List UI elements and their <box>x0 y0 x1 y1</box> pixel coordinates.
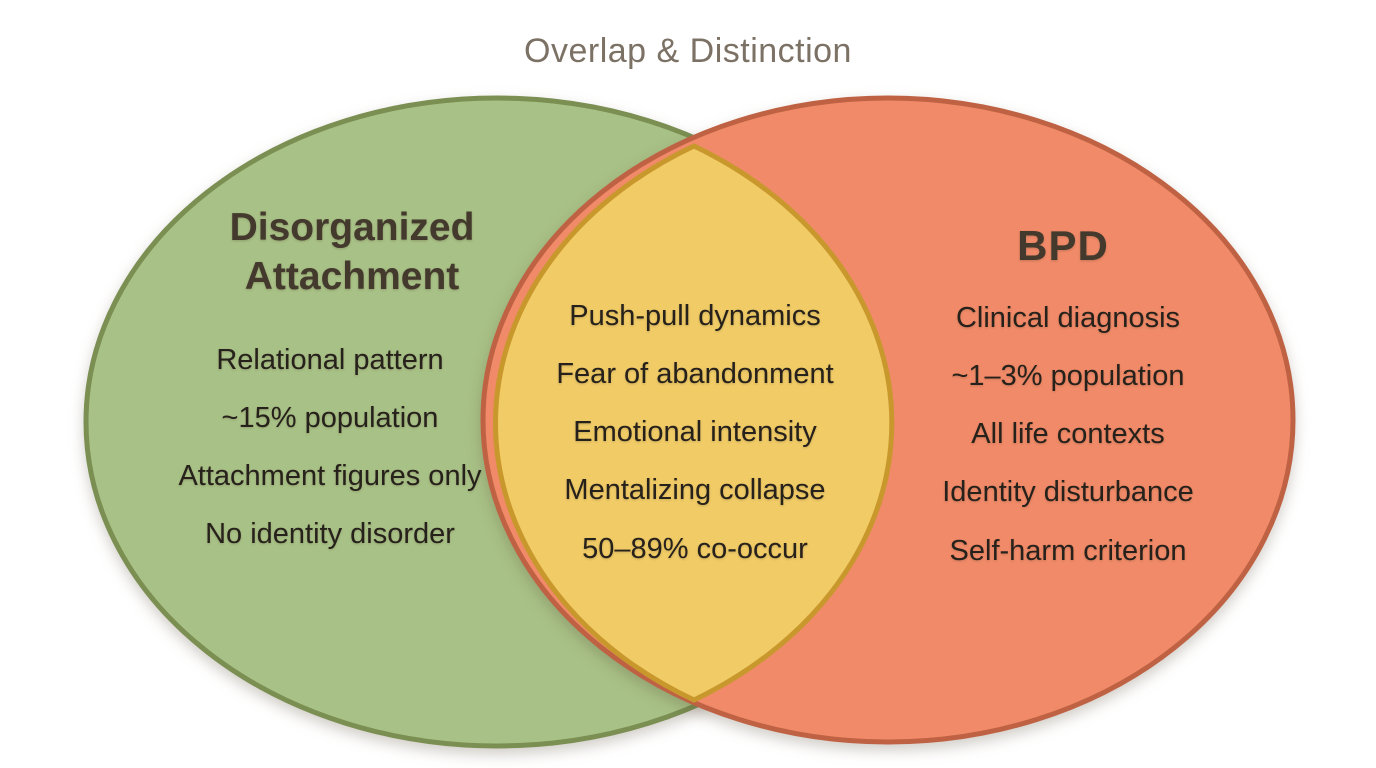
right-set-items: Clinical diagnosis ~1–3% population All … <box>858 299 1278 571</box>
right-set-item: All life contexts <box>971 418 1165 451</box>
overlap-item: Mentalizing collapse <box>564 474 826 507</box>
left-set-heading: Disorganized Attachment <box>229 206 475 298</box>
page-title: Overlap & Distinction <box>524 32 852 70</box>
left-set-items: Relational pattern ~15% population Attac… <box>160 341 500 555</box>
left-set-item: No identity disorder <box>205 518 455 551</box>
overlap-item: 50–89% co-occur <box>582 532 808 565</box>
right-set-item: ~1–3% population <box>951 360 1185 393</box>
overlap-items: Push-pull dynamics Fear of abandonment E… <box>485 297 905 569</box>
left-set-item: Relational pattern <box>216 344 444 376</box>
overlap-item: Emotional intensity <box>573 416 817 449</box>
overlap-lens <box>493 143 895 703</box>
right-set-item: Clinical diagnosis <box>955 302 1181 334</box>
right-set-item: Identity disturbance <box>942 476 1194 509</box>
right-set-heading: BPD <box>1017 222 1109 269</box>
right-set-item: Self-harm criterion <box>949 534 1187 567</box>
left-set-item: ~15% population <box>221 402 439 435</box>
overlap-item: Push-pull dynamics <box>569 300 821 332</box>
left-set-item: Attachment figures only <box>178 460 482 493</box>
overlap-item: Fear of abandonment <box>556 358 834 391</box>
